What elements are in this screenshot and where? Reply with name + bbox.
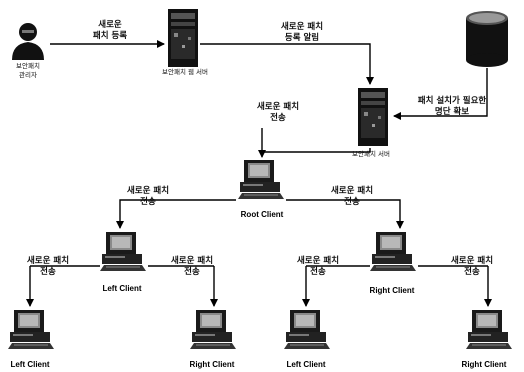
left-client-rl-computer-icon (284, 310, 330, 349)
right-client-rr-computer-icon (466, 310, 512, 349)
right-client-lr-computer-icon (190, 310, 236, 349)
left-client-mid-computer-icon (100, 232, 146, 271)
root-client-label: Root Client (222, 210, 302, 220)
root-client-computer-icon (238, 160, 284, 199)
edge-label-web-to-patch: 새로운 패치 등록 알림 (262, 22, 342, 44)
edge-label-root-to-right: 새로운 패치 전송 (312, 186, 392, 208)
admin-person-icon (12, 23, 44, 60)
right-client-mid-label: Right Client (352, 286, 432, 296)
edge-label-admin-to-web: 새로운 패치 등록 (70, 20, 150, 42)
right-client-mid-computer-icon (370, 232, 416, 271)
right-client-rr-label: Right Client (444, 360, 524, 370)
left-client-rl-label: Left Client (266, 360, 346, 370)
left-client-ll-computer-icon (8, 310, 54, 349)
web-server-caption: 보안패치 웹 서버 (150, 68, 220, 77)
left-client-ll-label: Left Client (0, 360, 60, 370)
left-client-mid-label: Left Client (82, 284, 162, 294)
web-server-icon (168, 9, 198, 67)
patch-server-icon (358, 88, 388, 146)
edge-label-to-root: 새로운 패치 전송 (238, 102, 318, 124)
admin-caption: 보안패치 관리자 (0, 62, 56, 80)
edge-label-db-note: 패치 설치가 필요한 명단 확보 (402, 96, 502, 118)
right-client-lr-label: Right Client (172, 360, 252, 370)
edge-label-root-to-left: 새로운 패치 전송 (108, 186, 188, 208)
patch-server-caption: 보안패치 서버 (336, 150, 406, 159)
edge-label-right-to-rr: 새로운 패치 전송 (432, 256, 512, 278)
edge-label-right-to-rl: 새로운 패치 전송 (278, 256, 358, 278)
edge-label-left-to-ll: 새로운 패치 전송 (8, 256, 88, 278)
database-icon (466, 11, 508, 67)
edge-label-left-to-lr: 새로운 패치 전송 (152, 256, 232, 278)
